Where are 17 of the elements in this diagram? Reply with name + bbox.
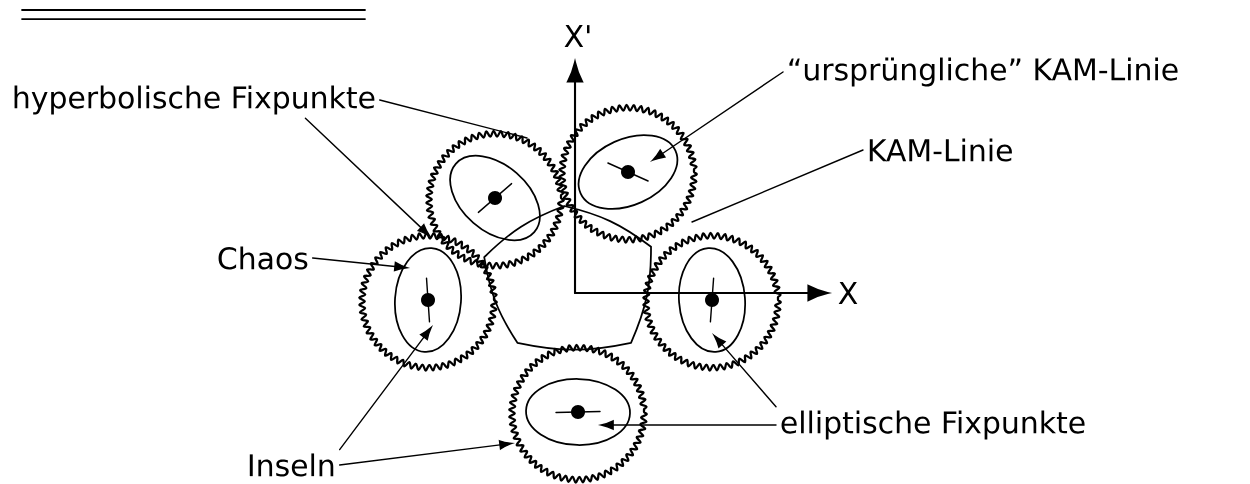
leader-line xyxy=(304,117,431,237)
leader-line xyxy=(311,257,408,272)
callout-label: hyperbolische Fixpunkte xyxy=(14,85,375,115)
callout-label: KAM-Linie xyxy=(869,138,1012,162)
leader-line xyxy=(713,334,777,408)
leader-line xyxy=(652,71,784,161)
leader-line xyxy=(338,326,432,451)
callout-label: Inseln xyxy=(249,453,334,477)
leader-line xyxy=(600,420,777,430)
callout-label: Chaos xyxy=(218,246,308,270)
leader-line xyxy=(691,149,864,223)
axis-label: X' xyxy=(564,25,590,47)
callout-label: elliptische Fixpunkte xyxy=(781,410,1085,440)
leader-line xyxy=(338,440,513,466)
leader-line xyxy=(379,99,528,139)
callout-label: “ursprüngliche” KAM-Linie xyxy=(789,57,1178,87)
axis-label: X xyxy=(838,282,858,304)
